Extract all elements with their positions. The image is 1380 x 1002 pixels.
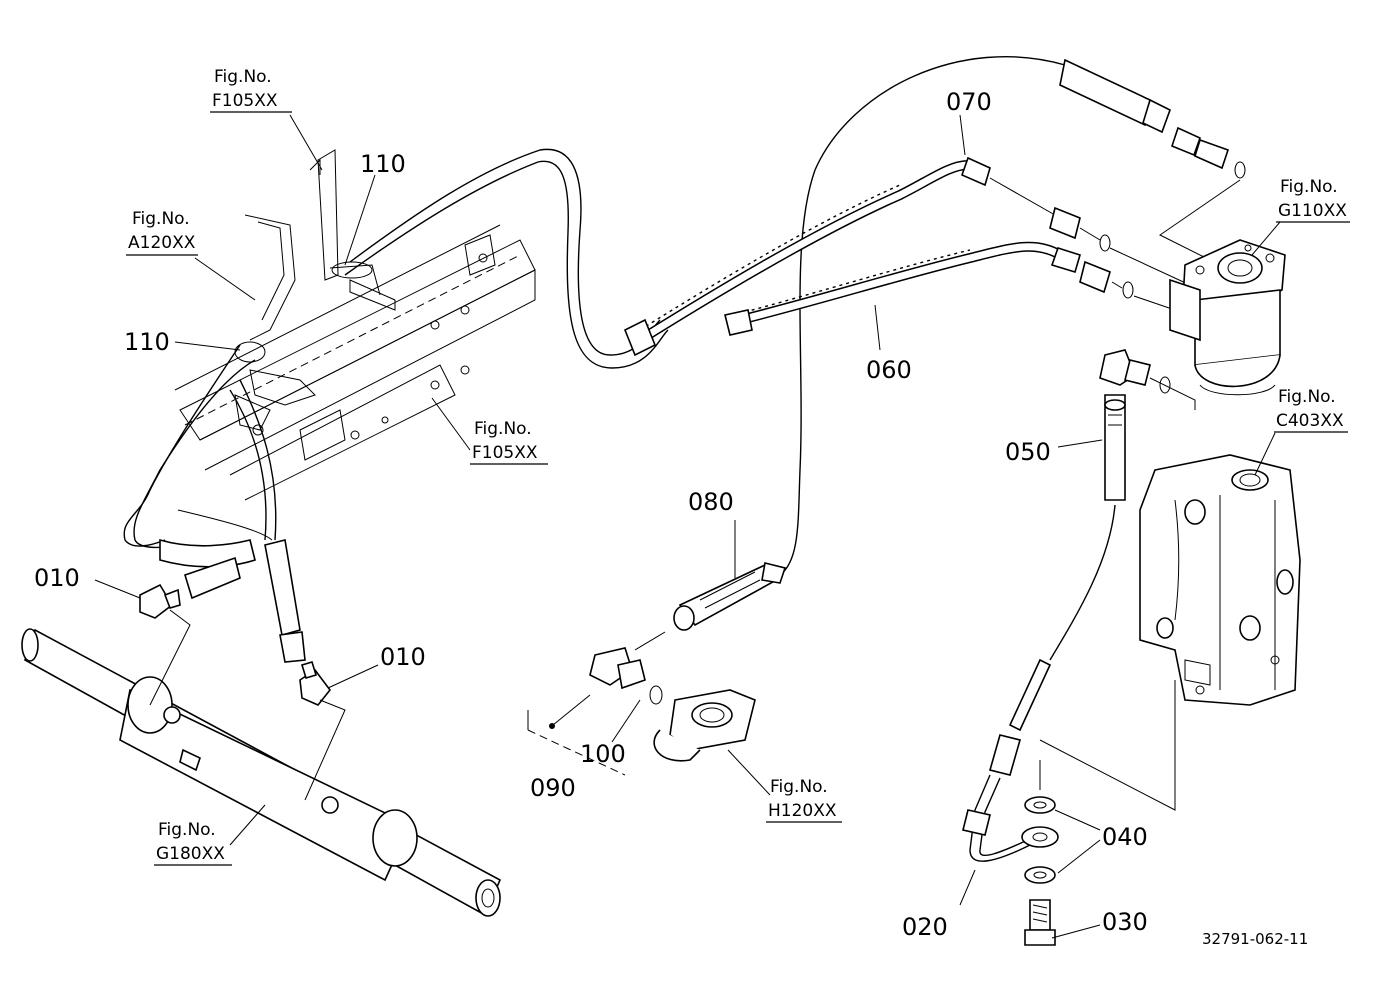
- fig-ref-g110[interactable]: G110XX: [1278, 201, 1347, 221]
- hose-end-top: [1059, 58, 1246, 271]
- figure-references: Fig.No. F105XX Fig.No. A120XX Fig.No. F1…: [126, 67, 1350, 866]
- part-110-upper[interactable]: 110: [360, 150, 406, 178]
- part-110-left[interactable]: 110: [124, 328, 170, 356]
- steering-unit: [1169, 239, 1286, 396]
- part-060[interactable]: 060: [866, 356, 912, 384]
- left-fittings: [139, 538, 346, 801]
- fig-label: Fig.No.: [1278, 387, 1336, 407]
- steering-cylinder: [21, 628, 502, 917]
- adapters-upper: [989, 177, 1191, 311]
- fig-label: Fig.No.: [770, 777, 828, 797]
- part-010-left[interactable]: 010: [34, 564, 80, 592]
- fig-label: Fig.No.: [1280, 177, 1338, 197]
- part-030[interactable]: 030: [1102, 908, 1148, 936]
- banjo-set: [1021, 680, 1176, 946]
- fig-ref-f105-top[interactable]: F105XX: [212, 91, 278, 111]
- fig-ref-f105-mid[interactable]: F105XX: [472, 443, 538, 463]
- hose-080: [527, 562, 787, 776]
- fig-ref-a120[interactable]: A120XX: [128, 233, 196, 253]
- part-040[interactable]: 040: [1102, 823, 1148, 851]
- control-valve: [1139, 454, 1301, 706]
- fig-ref-g180[interactable]: G180XX: [156, 844, 225, 864]
- part-010-right[interactable]: 010: [380, 643, 426, 671]
- pipe-050: [962, 394, 1126, 862]
- fig-ref-h120[interactable]: H120XX: [768, 801, 837, 821]
- part-number-labels: 010 010 020 030 040 050 060 070 080 090 …: [34, 88, 1148, 941]
- elbow-050: [1099, 349, 1196, 410]
- drawing-code: 32791-062-11: [1202, 930, 1308, 948]
- hose-routing: [123, 56, 1066, 576]
- clamps-110: [234, 261, 381, 363]
- part-090[interactable]: 090: [530, 774, 576, 802]
- fig-label: Fig.No.: [158, 820, 216, 840]
- fig-ref-c403[interactable]: C403XX: [1276, 411, 1344, 431]
- part-080[interactable]: 080: [688, 488, 734, 516]
- hose-070: [623, 156, 991, 357]
- hose-060: [724, 241, 1081, 336]
- part-100[interactable]: 100: [580, 740, 626, 768]
- part-050[interactable]: 050: [1005, 438, 1051, 466]
- part-020[interactable]: 020: [902, 913, 948, 941]
- part-070[interactable]: 070: [946, 88, 992, 116]
- leader-lines: [94, 114, 1281, 939]
- fig-label: Fig.No.: [474, 419, 532, 439]
- fig-label: Fig.No.: [132, 209, 190, 229]
- fig-label: Fig.No.: [214, 67, 272, 87]
